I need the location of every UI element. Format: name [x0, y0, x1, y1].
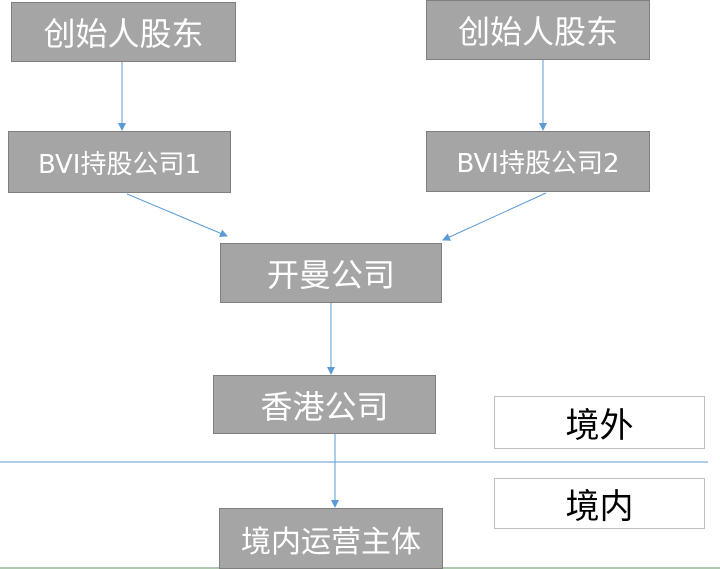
- founder-shareholder-label-2: 创始人股东: [457, 13, 618, 51]
- arrow-bvi1-to-cayman: [126, 193, 228, 237]
- hongkong-company-label: 香港公司: [260, 387, 389, 426]
- hongkong-company-box: 香港公司: [213, 375, 436, 434]
- offshore-region-label-box: 境外: [494, 396, 705, 449]
- onshore-region-label-box: 境内: [494, 478, 705, 529]
- bvi-holding-company-box-2: BVI持股公司2: [426, 131, 650, 192]
- cayman-company-box: 开曼公司: [220, 243, 442, 303]
- founder-shareholder-box-1: 创始人股东: [11, 2, 236, 62]
- founder-shareholder-box-2: 创始人股东: [426, 0, 650, 60]
- cayman-company-label: 开曼公司: [266, 256, 395, 294]
- offshore-region-label: 境外: [565, 406, 634, 446]
- bvi-holding-company-label-2: BVI持股公司2: [456, 149, 620, 179]
- bvi-holding-company-label-1: BVI持股公司1: [37, 149, 202, 180]
- onshore-region-label: 境内: [565, 487, 634, 527]
- domestic-operating-entity-box: 境内运营主体: [219, 508, 443, 569]
- founder-shareholder-label-1: 创始人股东: [43, 15, 204, 53]
- domestic-operating-entity-label: 境内运营主体: [241, 524, 421, 560]
- bvi-holding-company-box-1: BVI持股公司1: [8, 131, 231, 193]
- arrow-bvi2-to-cayman: [442, 192, 547, 241]
